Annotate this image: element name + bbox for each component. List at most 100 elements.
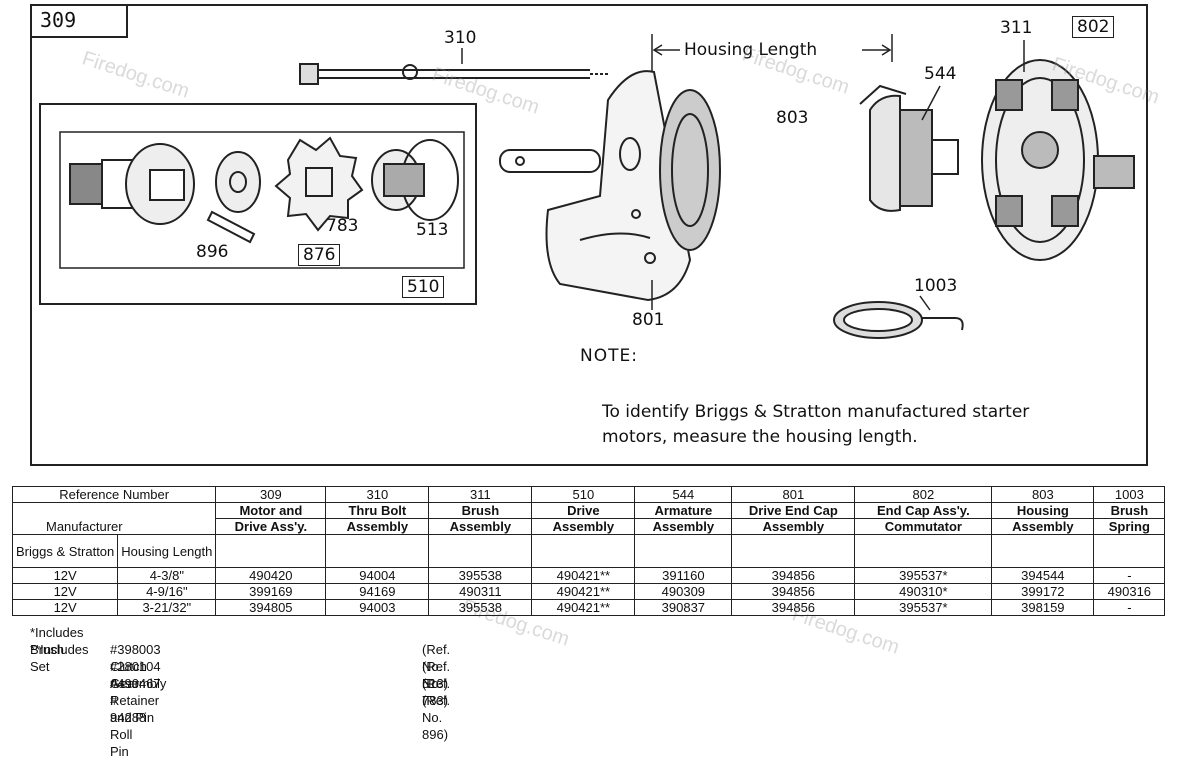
part-number: 94003 <box>325 599 430 616</box>
roll-pin-drawing <box>206 210 256 244</box>
thru-bolt-drawing <box>299 63 608 85</box>
col-ref: 801 <box>731 486 856 503</box>
empty-cell <box>991 534 1095 568</box>
col-name: Drive <box>531 502 636 519</box>
col-name: Drive End Cap <box>731 502 856 519</box>
ref-number-header: Reference Number <box>11 486 217 503</box>
clutch-drawing <box>69 143 195 225</box>
armature-drawing <box>859 84 959 212</box>
diagram-frame <box>30 4 1148 466</box>
label-1003: 1003 <box>914 276 958 296</box>
part-number: 394856 <box>731 599 856 616</box>
label-896: 896 <box>196 242 229 262</box>
part-number: 395538 <box>428 599 533 616</box>
label-310: 310 <box>444 28 477 48</box>
label-803: 803 <box>776 108 809 128</box>
empty-cell <box>531 534 636 568</box>
col-ref: 311 <box>428 486 533 503</box>
footnote-brush-set: *Includes Brush Set <box>30 625 84 674</box>
table-row: 12V 3-21/32" 394805 94003 395538 490421*… <box>11 599 1166 616</box>
part-number: 490421** <box>531 583 636 600</box>
empty-cell <box>325 534 430 568</box>
empty-cell <box>1093 534 1166 568</box>
col-ref: 803 <box>991 486 1095 503</box>
part-number: 490421** <box>531 567 636 584</box>
part-number: 398159 <box>991 599 1095 616</box>
brush-spring-drawing <box>833 301 964 339</box>
row-length: 3-21/32" <box>117 599 217 616</box>
part-number: 399169 <box>215 583 327 600</box>
figure-ref-number: 309 <box>30 4 128 38</box>
col-name: Assembly <box>634 518 733 535</box>
parts-table: Reference Number 309 310 311 510 544 801… <box>11 486 1166 616</box>
col-name: Assembly <box>731 518 856 535</box>
part-number: - <box>1093 567 1166 584</box>
label-311: 311 <box>1000 18 1033 38</box>
part-number: 490309 <box>634 583 733 600</box>
empty-cell <box>215 534 327 568</box>
col-name: Assembly <box>991 518 1095 535</box>
exploded-parts-diagram <box>39 34 1135 339</box>
end-cap-drawing <box>981 59 1135 261</box>
gear-drawing <box>274 136 364 232</box>
empty-cell <box>634 534 733 568</box>
label-510: 510 <box>402 276 445 298</box>
note-title: NOTE: <box>580 346 638 366</box>
part-number: 94169 <box>325 583 430 600</box>
label-876: 876 <box>298 244 341 266</box>
part-number: 490420 <box>215 567 327 584</box>
col-name: Thru Bolt <box>325 502 430 519</box>
part-number: 399172 <box>991 583 1095 600</box>
manufacturer-label: Manufacturer <box>46 519 123 534</box>
row-voltage: 12V <box>11 599 119 616</box>
part-number: 490311 <box>428 583 533 600</box>
footnote-part: # 94288 Roll Pin <box>110 693 147 759</box>
part-number: 394544 <box>991 567 1095 584</box>
col-ref: 802 <box>854 486 993 503</box>
footnote-ref: (Ref. ! <box>422 676 451 708</box>
footnote-part: #398003 Clutch Assembly <box>110 642 167 691</box>
col-name: Armature <box>634 502 733 519</box>
col-name: Brush <box>1093 502 1166 519</box>
drive-assembly-inner-box <box>59 131 465 269</box>
part-number: 395537* <box>854 567 993 584</box>
row-length: 4-3/8" <box>117 567 217 584</box>
table-row: 12V 4-9/16" 399169 94169 490311 490421**… <box>11 583 1166 600</box>
footnote-ref: (Ref. No. 513) <box>422 642 451 691</box>
col-name: Drive Ass'y. <box>215 518 327 535</box>
label-544: 544 <box>924 64 957 84</box>
col-name: Assembly <box>325 518 430 535</box>
drive-end-cap-drawing <box>499 70 721 302</box>
footnote-ref: (Ref. No. 783) <box>422 659 451 708</box>
row-voltage: 12V <box>11 567 119 584</box>
col-ref: 544 <box>634 486 733 503</box>
col-name: Spring <box>1093 518 1166 535</box>
col-name: Motor and <box>215 502 327 519</box>
empty-cell <box>854 534 993 568</box>
col-ref: 1003 <box>1093 486 1166 503</box>
label-801: 801 <box>632 310 665 330</box>
row-voltage: 12V <box>11 583 119 600</box>
part-number: 391160 <box>634 567 733 584</box>
part-number: 395538 <box>428 567 533 584</box>
part-number: 394805 <box>215 599 327 616</box>
row-length: 4-9/16" <box>117 583 217 600</box>
part-number: - <box>1093 599 1166 616</box>
col-name: Assembly <box>428 518 533 535</box>
part-number: 390837 <box>634 599 733 616</box>
subheader-housing-length: Housing Length <box>117 534 217 568</box>
label-802: 802 <box>1072 16 1115 38</box>
footnote-part: #280104 Gear <box>110 659 161 691</box>
part-number: 94004 <box>325 567 430 584</box>
col-ref: 309 <box>215 486 327 503</box>
housing-length-dimension <box>651 34 893 72</box>
clutch-assembly-drawing <box>371 139 459 221</box>
part-number: 490316 <box>1093 583 1166 600</box>
washer-drawing <box>215 151 261 213</box>
drive-assembly-box <box>39 103 477 305</box>
part-number: 395537* <box>854 599 993 616</box>
label-783: 783 <box>326 216 359 236</box>
table-row: 12V 4-3/8" 490420 94004 395538 490421** … <box>11 567 1166 584</box>
empty-cell <box>428 534 533 568</box>
part-number: 394856 <box>731 583 856 600</box>
